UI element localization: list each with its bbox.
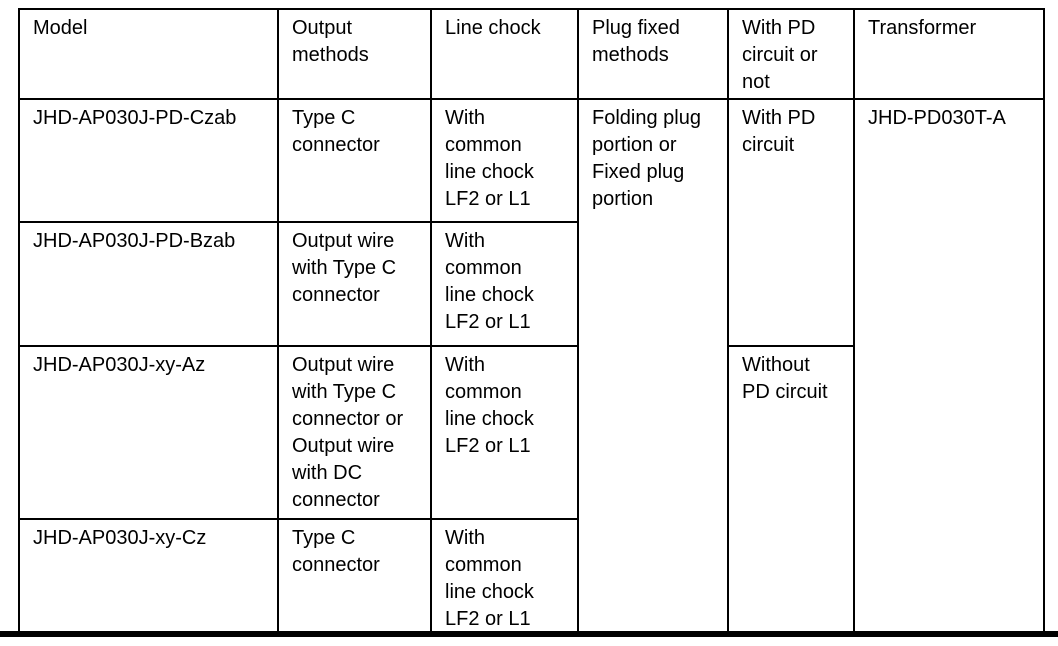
bottom-rule (0, 631, 1058, 637)
cell-with-pd-circuit: With PD circuit (727, 98, 855, 347)
table-row: JHD-AP030J-xy-Az Output wire with Type C… (18, 345, 1044, 635)
header-plug-fixed-methods: Plug fixed methods (577, 8, 729, 100)
header-row: Model Output methods Line chock Plug fix… (18, 8, 1045, 100)
cell-chock-2: With common line chock LF2 or L1 (430, 221, 579, 347)
header-output-methods: Output methods (277, 8, 432, 100)
header-model: Model (18, 8, 279, 100)
cell-output-1: Type C connector (277, 98, 432, 223)
header-line-chock: Line chock (430, 8, 579, 100)
cell-model-2: JHD-AP030J-PD-Bzab (18, 221, 279, 347)
table-row: JHD-AP030J-xy-Cz Type C connector With c… (18, 518, 1044, 635)
table-row: JHD-AP030J-PD-Czab Type C connector With… (18, 98, 1045, 635)
table-row: JHD-AP030J-PD-Bzab Output wire with Type… (18, 221, 1044, 347)
cell-plug-fixed: Folding plug portion or Fixed plug porti… (577, 98, 729, 635)
cell-model-1: JHD-AP030J-PD-Czab (18, 98, 279, 223)
header-transformer: Transformer (853, 8, 1045, 100)
cell-model-4: JHD-AP030J-xy-Cz (18, 518, 279, 635)
cell-chock-4: With common line chock LF2 or L1 (430, 518, 579, 635)
spec-table: Model Output methods Line chock Plug fix… (18, 8, 1045, 635)
cell-chock-1: With common line chock LF2 or L1 (430, 98, 579, 223)
cell-model-3: JHD-AP030J-xy-Az (18, 345, 279, 520)
cell-output-3: Output wire with Type C connector or Out… (277, 345, 432, 520)
cell-without-pd-circuit: Without PD circuit (727, 345, 855, 635)
cell-output-2: Output wire with Type C connector (277, 221, 432, 347)
cell-output-4: Type C connector (277, 518, 432, 635)
cell-chock-3: With common line chock LF2 or L1 (430, 345, 579, 520)
cell-transformer: JHD-PD030T-A (853, 98, 1045, 635)
header-pd-circuit: With PD circuit or not (727, 8, 855, 100)
